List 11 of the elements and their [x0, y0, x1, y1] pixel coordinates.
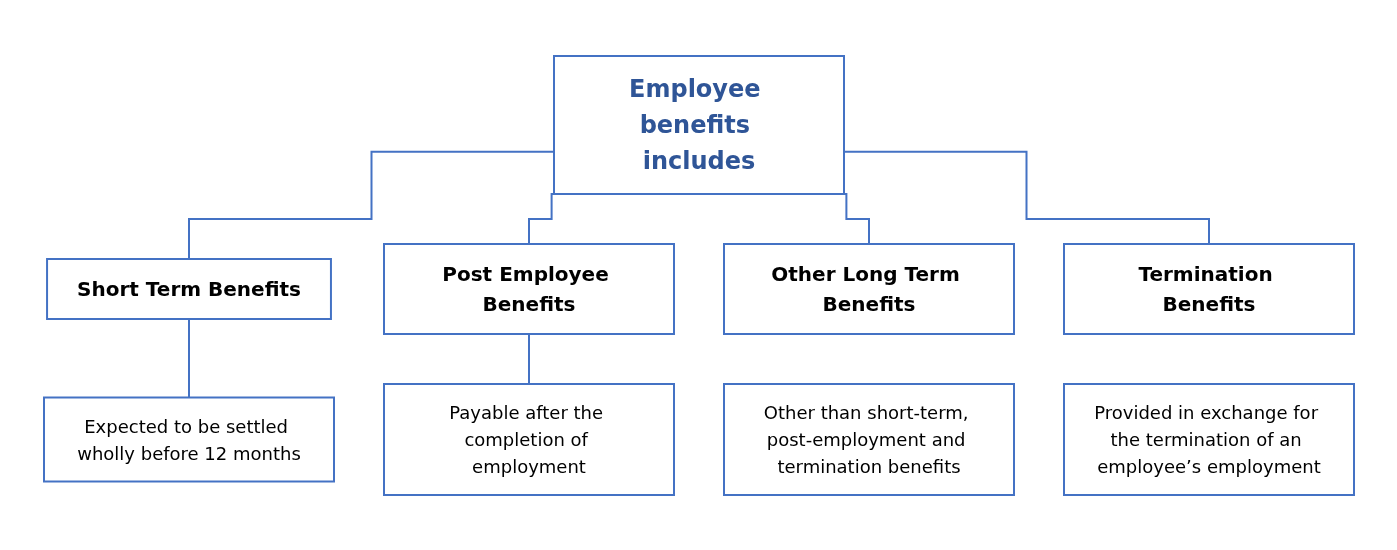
- node-box: Provided in exchange for the termination of an employee’s employment: [1062, 382, 1355, 496]
- node-box: Expected to be settled wholly before 12 months: [42, 396, 335, 482]
- connector: [527, 332, 530, 385]
- node-box: Other than short-term, post-employment and termination benefits: [722, 382, 1015, 496]
- node-box: Post Employee Benefits: [382, 242, 675, 335]
- connector: [187, 317, 190, 398]
- node-box: Other Long Term Benefits: [722, 242, 1015, 335]
- node-box: Short Term Benefits: [45, 257, 332, 320]
- node-box: Employee benefits includes: [552, 54, 845, 195]
- node-box: Termination Benefits: [1062, 242, 1355, 335]
- node-box: Payable after the completion of employment: [382, 382, 675, 496]
